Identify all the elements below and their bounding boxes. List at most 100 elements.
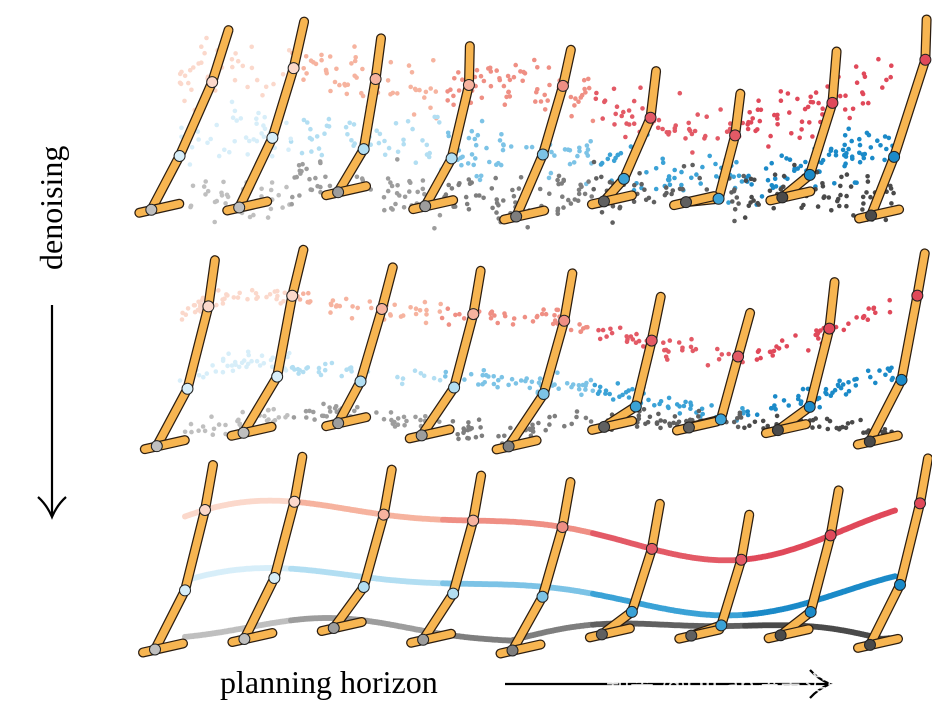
knee-dot	[803, 159, 808, 165]
knee-dot	[868, 145, 874, 150]
foot-dot	[212, 219, 217, 225]
hip-dot	[539, 311, 545, 317]
foot-dot	[825, 426, 831, 432]
foot-dot	[388, 180, 393, 185]
hip-dot	[481, 78, 487, 84]
knee-dot	[238, 116, 244, 121]
foot-dot	[663, 185, 669, 190]
foot-dot	[321, 401, 326, 407]
foot-dot	[381, 416, 387, 422]
knee-dot	[584, 143, 590, 148]
foot-dot	[265, 215, 271, 220]
hip-dot	[456, 70, 461, 75]
hip-dot	[688, 344, 694, 350]
knee-dot	[468, 371, 474, 377]
knee-dot	[657, 401, 662, 407]
limb	[407, 630, 455, 647]
foot-dot	[543, 427, 548, 433]
knee-dot	[679, 169, 684, 175]
hip-dot	[813, 90, 819, 95]
hopper-frame	[406, 470, 487, 648]
hip-dot	[195, 307, 201, 313]
hip-dot	[626, 108, 632, 113]
hopper-frame	[765, 46, 842, 206]
hip-dot	[354, 75, 359, 80]
knee-dot	[828, 146, 834, 152]
hip-dot	[198, 302, 203, 307]
foot-dot	[747, 423, 752, 429]
hip-dot	[535, 65, 540, 70]
hip-dot	[656, 117, 662, 123]
limb	[240, 574, 279, 643]
trajectory-rows	[134, 14, 932, 659]
knee-dot	[843, 154, 849, 159]
knee-dot	[660, 160, 666, 165]
hip-joint	[914, 497, 926, 510]
hip-joint	[556, 521, 569, 534]
knee-dot	[477, 177, 483, 183]
hip-dot	[349, 316, 355, 321]
foot-dot	[268, 206, 274, 212]
hip-dot	[704, 114, 709, 119]
foot-dot	[214, 198, 220, 204]
foot-joint	[419, 200, 432, 213]
hip-dot	[756, 348, 762, 353]
knee-dot	[583, 387, 588, 392]
hip-dot	[576, 99, 581, 104]
limb	[380, 465, 396, 519]
foot-dot	[680, 186, 685, 192]
knee-dot	[506, 382, 511, 388]
foot-dot	[283, 415, 288, 420]
knee-dot	[285, 354, 290, 360]
foot-dot	[888, 183, 893, 189]
knee-dot	[857, 136, 862, 142]
hopper-frame	[586, 66, 662, 210]
knee-dot	[316, 365, 322, 371]
foot-dot	[516, 186, 522, 191]
foot-dot	[401, 414, 407, 420]
hip-dot	[495, 320, 501, 326]
hip-dot	[552, 313, 557, 318]
limb	[673, 417, 721, 435]
hip-joint	[824, 529, 837, 542]
hip-dot	[887, 297, 892, 303]
knee-dot	[196, 373, 202, 378]
foot-dot	[395, 157, 400, 162]
hopper-frame	[763, 485, 844, 644]
knee-dot	[714, 174, 719, 179]
foot-dot	[583, 415, 589, 421]
foot-dot	[642, 187, 647, 192]
hip-dot	[705, 363, 711, 368]
knee-dot	[868, 374, 873, 380]
foot-dot	[289, 201, 295, 207]
hip-dot	[511, 316, 517, 321]
hip-dot	[445, 98, 451, 103]
knee-joint	[536, 590, 549, 603]
hip-dot	[448, 87, 453, 92]
hip-dot	[342, 83, 348, 88]
hip-dot	[417, 308, 423, 313]
hip-dot	[422, 299, 428, 305]
hopper-frame	[321, 262, 398, 432]
knee-joint	[804, 605, 817, 618]
foot-dot	[547, 191, 552, 196]
hip-dot	[630, 337, 636, 342]
foot-dot	[599, 174, 604, 180]
knee-dot	[347, 120, 353, 126]
foot-dot	[276, 415, 282, 420]
hopper-frame	[853, 453, 932, 653]
knee-dot	[222, 147, 227, 153]
knee-dot	[787, 157, 793, 162]
knee-dot	[842, 133, 848, 138]
foot-dot	[772, 172, 778, 177]
x-axis-label: planning horizon	[220, 664, 438, 700]
hip-dot	[456, 88, 462, 93]
hip-dot	[661, 340, 666, 346]
knee-dot	[469, 128, 475, 134]
foot-dot	[494, 197, 500, 202]
hip-dot	[545, 98, 550, 103]
hip-dot	[333, 304, 339, 309]
foot-dot	[868, 194, 873, 200]
foot-dot	[636, 416, 642, 422]
knee-dot	[700, 164, 705, 170]
